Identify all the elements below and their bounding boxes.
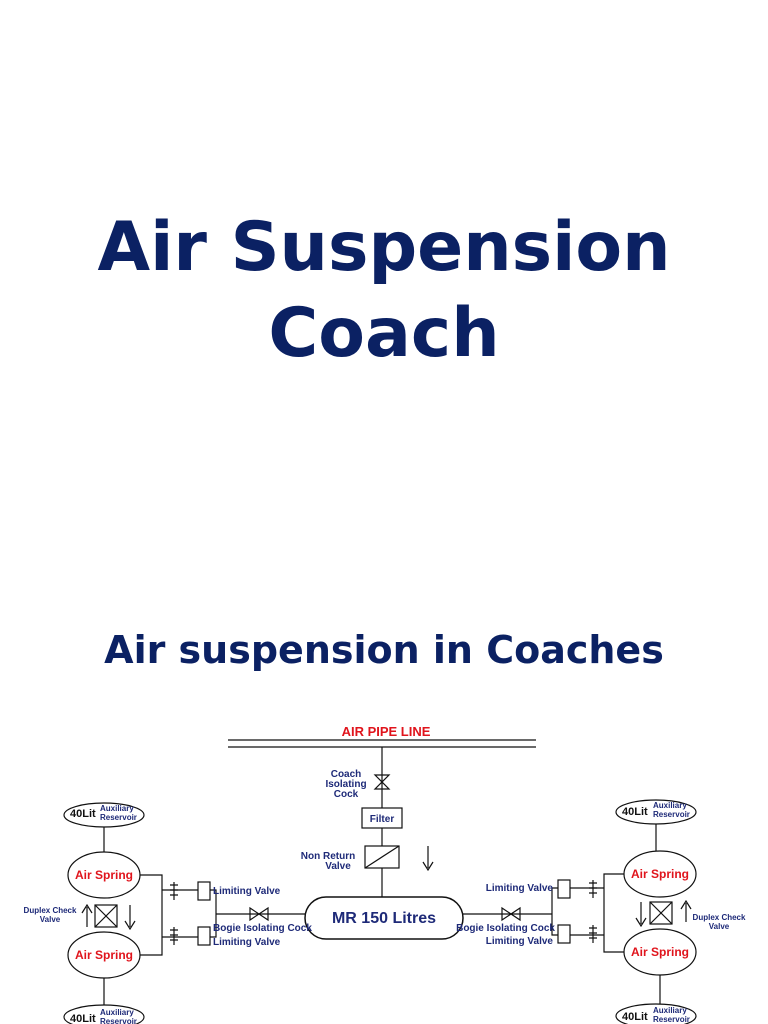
left-limiting-valve-top (197, 881, 211, 901)
filter-label: Filter (370, 814, 395, 825)
right-bottom-reservoir (615, 1003, 697, 1024)
right-duplex-check-valve-label-1: Duplex Check (693, 913, 746, 922)
right-bogie-isolating-cock-label: Bogie Isolating Cock (456, 923, 555, 934)
left-bottom-reservoir-size: 40Lit (70, 1013, 96, 1024)
section-title: Air suspension in Coaches (104, 628, 664, 672)
right-bottom-reservoir-size: 40Lit (622, 1011, 648, 1023)
right-bottom-air-spring-label: Air Spring (631, 945, 689, 959)
air-suspension-diagram: AIR PIPE LINE Coach Isolating Cock Filte… (24, 724, 746, 1024)
right-limiting-valve-top-label: Limiting Valve (486, 883, 554, 894)
coach-isolating-cock-label-3: Cock (334, 789, 359, 800)
slide-title-line-2: Coach (268, 294, 500, 373)
left-top-reservoir-size: 40Lit (70, 808, 96, 820)
left-duplex-check-valve-label-2: Valve (40, 915, 61, 924)
coach-isolating-cock-symbol (373, 774, 391, 790)
left-bottom-reservoir-label-1: Auxiliary (100, 1008, 134, 1017)
right-top-air-spring-label: Air Spring (631, 867, 689, 881)
non-return-valve-label-1: Non Return (301, 851, 355, 862)
right-duplex-check-valve-label-2: Valve (709, 922, 730, 931)
mr-tank-label: MR 150 Litres (332, 910, 436, 927)
coach-isolating-cock-label-1: Coach (331, 769, 362, 780)
right-top-reservoir-label-2: Reservoir (653, 810, 690, 819)
left-top-air-spring-label: Air Spring (75, 868, 133, 882)
right-bottom-reservoir-label-2: Reservoir (653, 1015, 690, 1024)
left-limiting-valve-bottom (197, 926, 211, 946)
right-bottom-reservoir-label-1: Auxiliary (653, 1006, 687, 1015)
left-top-reservoir-label-2: Reservoir (100, 813, 137, 822)
right-top-reservoir-label-1: Auxiliary (653, 801, 687, 810)
coach-isolating-cock-label-2: Isolating (325, 779, 366, 790)
left-bottom-reservoir (63, 1004, 145, 1024)
left-duplex-check-valve-label-1: Duplex Check (24, 906, 77, 915)
right-top-reservoir-size: 40Lit (622, 806, 648, 818)
right-limiting-valve-top (557, 879, 571, 899)
left-limiting-valve-top-label: Limiting Valve (213, 886, 281, 897)
right-limiting-valve-bottom-label: Limiting Valve (486, 936, 554, 947)
left-limiting-valve-bottom-label: Limiting Valve (213, 937, 281, 948)
slide-title: Air Suspension Coach (0, 205, 768, 377)
mr-tank (304, 896, 464, 940)
left-bogie-isolating-cock-label: Bogie Isolating Cock (213, 923, 312, 934)
air-pipe-line-label: AIR PIPE LINE (342, 724, 431, 739)
left-bogie-isolating-cock-symbol (249, 906, 269, 922)
flow-arrow-icon (422, 846, 434, 872)
left-bottom-air-spring-label: Air Spring (75, 948, 133, 962)
right-bogie-isolating-cock-symbol (501, 906, 521, 922)
left-top-reservoir-label-1: Auxiliary (100, 804, 134, 813)
slide-title-line-1: Air Suspension (97, 208, 671, 287)
non-return-valve-label-2: Valve (325, 861, 351, 872)
filter-box (361, 807, 403, 829)
right-limiting-valve-bottom (557, 924, 571, 944)
left-bottom-reservoir-label-2: Reservoir (100, 1017, 137, 1024)
